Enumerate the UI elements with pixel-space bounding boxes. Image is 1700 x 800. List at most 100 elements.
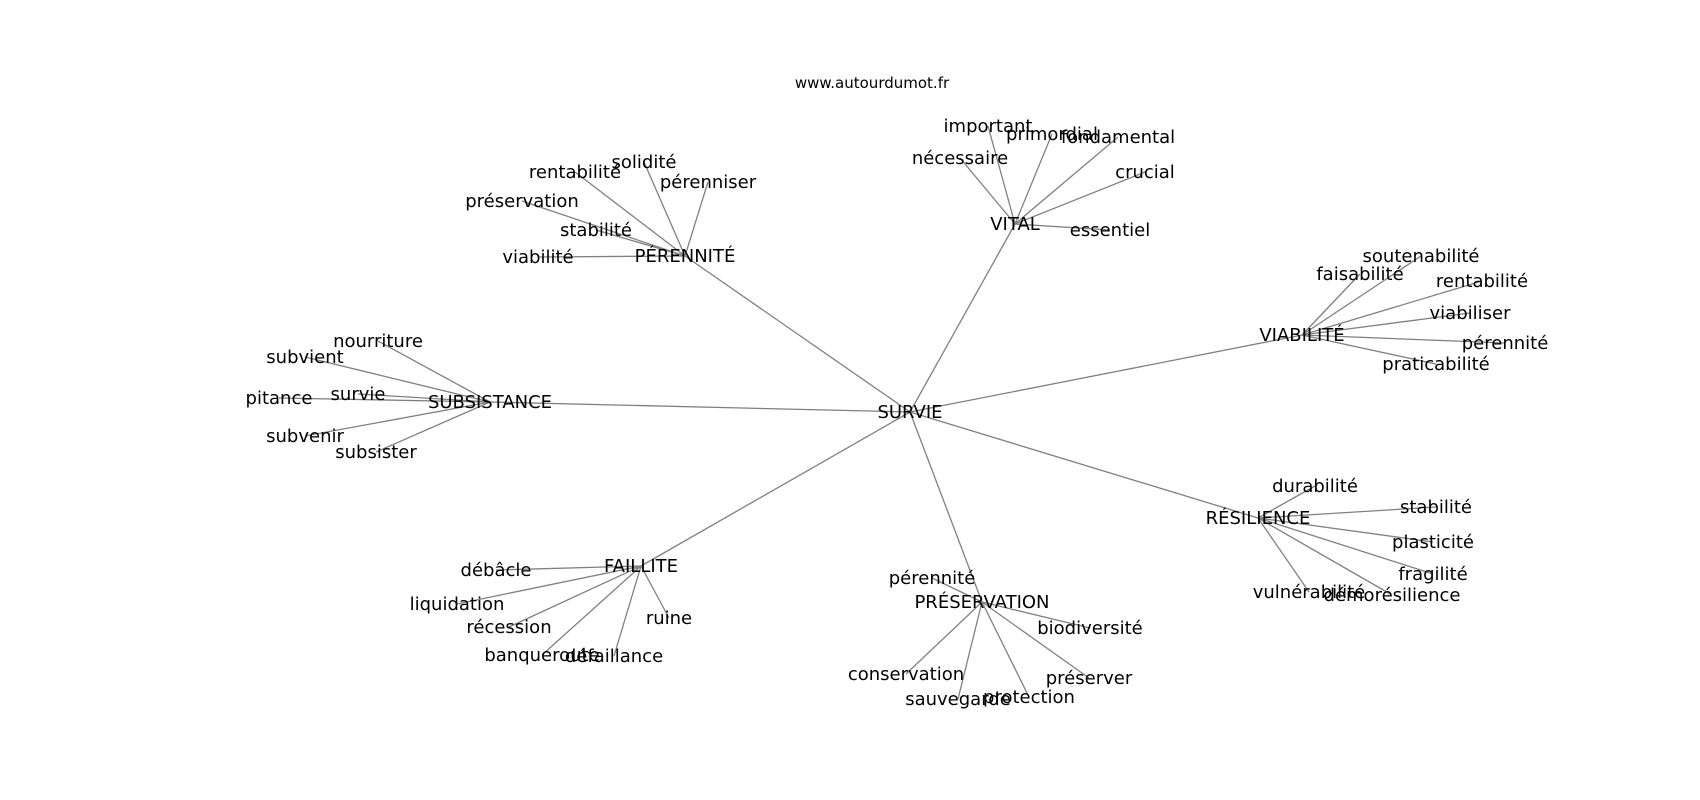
edge-center-hub [684,255,911,413]
edge-hub-leaf [684,181,709,257]
edges [278,125,1506,700]
hub-node[interactable]: VIABILITÉ [1259,324,1344,346]
leaf-node[interactable]: rentabilité [529,162,621,183]
edge-hub-leaf [574,171,686,257]
leaf-node[interactable]: banqueroute [484,645,599,666]
edge-hub-leaf [1257,506,1437,519]
center-node[interactable]: SURVIE [877,402,942,423]
edge-hub-leaf [521,200,686,257]
edge-hub-leaf [1257,517,1434,543]
leaf-node[interactable]: biodiversité [1037,618,1143,639]
leaf-node[interactable]: récession [466,617,551,638]
leaf-node[interactable]: subsister [335,442,417,463]
edge-hub-leaf [541,565,642,656]
leaf-node[interactable]: préserver [1046,668,1133,689]
leaf-node[interactable]: nourriture [333,331,423,352]
edge-hub-leaf [959,157,1016,225]
leaf-node[interactable]: subvenir [266,426,344,447]
leaf-node[interactable]: débâcle [461,560,532,581]
edge-hub-leaf [537,255,686,258]
leaf-node[interactable]: durabilité [1272,476,1358,497]
source-url: www.autourdumot.fr [795,74,950,92]
leaf-node[interactable]: pérenniser [660,172,757,193]
edge-hub-leaf [643,161,686,257]
leaf-node[interactable]: préservation [465,191,579,212]
edge-hub-leaf [1301,273,1361,336]
edge-hub-leaf [640,565,670,619]
edge-hub-leaf [1301,255,1422,336]
edge-hub-leaf [931,577,983,603]
hub-node[interactable]: PÉRENNITÉ [635,245,736,267]
edge-hub-leaf [1257,517,1393,596]
leaf-node[interactable]: pitance [246,388,313,409]
edge-hub-leaf [1301,334,1437,365]
edge-hub-leaf [1301,334,1506,344]
edge-hub-leaf [1257,485,1316,519]
leaf-node[interactable]: stabilité [560,220,632,241]
edge-center-hub [909,334,1303,413]
leaf-node[interactable]: praticabilité [1382,354,1489,375]
leaf-node[interactable]: stabilité [1400,497,1472,518]
leaf-node[interactable]: pérennité [889,568,976,589]
edge-hub-leaf [981,601,1090,679]
edge-hub-leaf [981,601,1091,629]
leaf-node[interactable]: protection [983,687,1075,708]
leaf-node[interactable]: fragilité [1398,564,1467,585]
edge-hub-leaf [981,601,1030,698]
leaf-node[interactable]: primordial [1006,124,1098,145]
leaf-node[interactable]: liquidation [410,594,505,615]
edge-hub-leaf [456,565,642,605]
edge-hub-leaf [613,565,642,657]
edge-center-hub [489,401,911,413]
leaf-node[interactable]: défaillance [565,646,663,667]
edge-hub-leaf [1014,171,1146,225]
edge-hub-leaf [1014,133,1053,225]
leaf-node[interactable]: viabilité [502,247,573,268]
edge-hub-leaf [957,601,983,700]
hub-node[interactable]: PRÉSERVATION [914,591,1049,613]
edge-hub-leaf [304,401,491,437]
hub-node[interactable]: FAILLITE [604,556,678,577]
hub-node[interactable]: VITAL [990,214,1040,235]
edge-hub-leaf [375,401,491,453]
edge-hub-leaf [1257,517,1434,575]
leaf-node[interactable]: conservation [848,664,964,685]
leaf-node[interactable]: sauvegarde [905,689,1011,710]
leaf-node[interactable]: essentiel [1070,220,1150,241]
leaf-node[interactable]: viabiliser [1430,303,1512,324]
edge-hub-leaf [1301,312,1471,336]
leaf-node[interactable]: démorésilience [1324,585,1461,606]
edge-center-hub [909,223,1016,413]
leaf-node[interactable]: plasticité [1392,532,1474,553]
leaf-node[interactable]: rentabilité [1436,271,1528,292]
leaf-node[interactable]: pérennité [1462,333,1549,354]
edge-hub-leaf [508,565,642,628]
leaf-node[interactable]: soutenabilité [1363,246,1480,267]
leaf-node[interactable]: subvient [266,347,343,368]
leaf-node[interactable]: crucial [1115,162,1175,183]
edge-center-hub [909,411,1259,519]
leaf-node[interactable]: survie [331,384,386,405]
edge-hub-leaf [595,229,686,257]
hub-node[interactable]: SUBSISTANCE [428,392,552,413]
edge-hub-leaf [304,356,491,403]
edge-hub-leaf [495,565,642,571]
edge-hub-leaf [377,340,491,403]
hub-node[interactable]: RÉSILIENCE [1206,507,1311,529]
leaf-node[interactable]: vulnérabilité [1253,582,1366,603]
labels: SURVIE VITAL nécessaire importantprimordial… [246,116,1549,710]
edge-hub-leaf [1014,136,1119,225]
edge-hub-leaf [987,125,1016,225]
leaf-node[interactable]: important [944,116,1033,137]
leaf-node[interactable]: nécessaire [912,148,1008,169]
leaf-node[interactable]: ruine [646,608,692,629]
edge-hub-leaf [278,397,491,403]
edge-hub-leaf [1014,223,1111,231]
edge-hub-leaf [905,601,983,675]
leaf-node[interactable]: fondamental [1061,127,1175,148]
leaf-node[interactable]: solidité [612,152,677,173]
leaf-node[interactable]: faisabilité [1316,264,1403,285]
edge-hub-leaf [1301,280,1483,336]
edge-hub-leaf [1257,517,1310,593]
